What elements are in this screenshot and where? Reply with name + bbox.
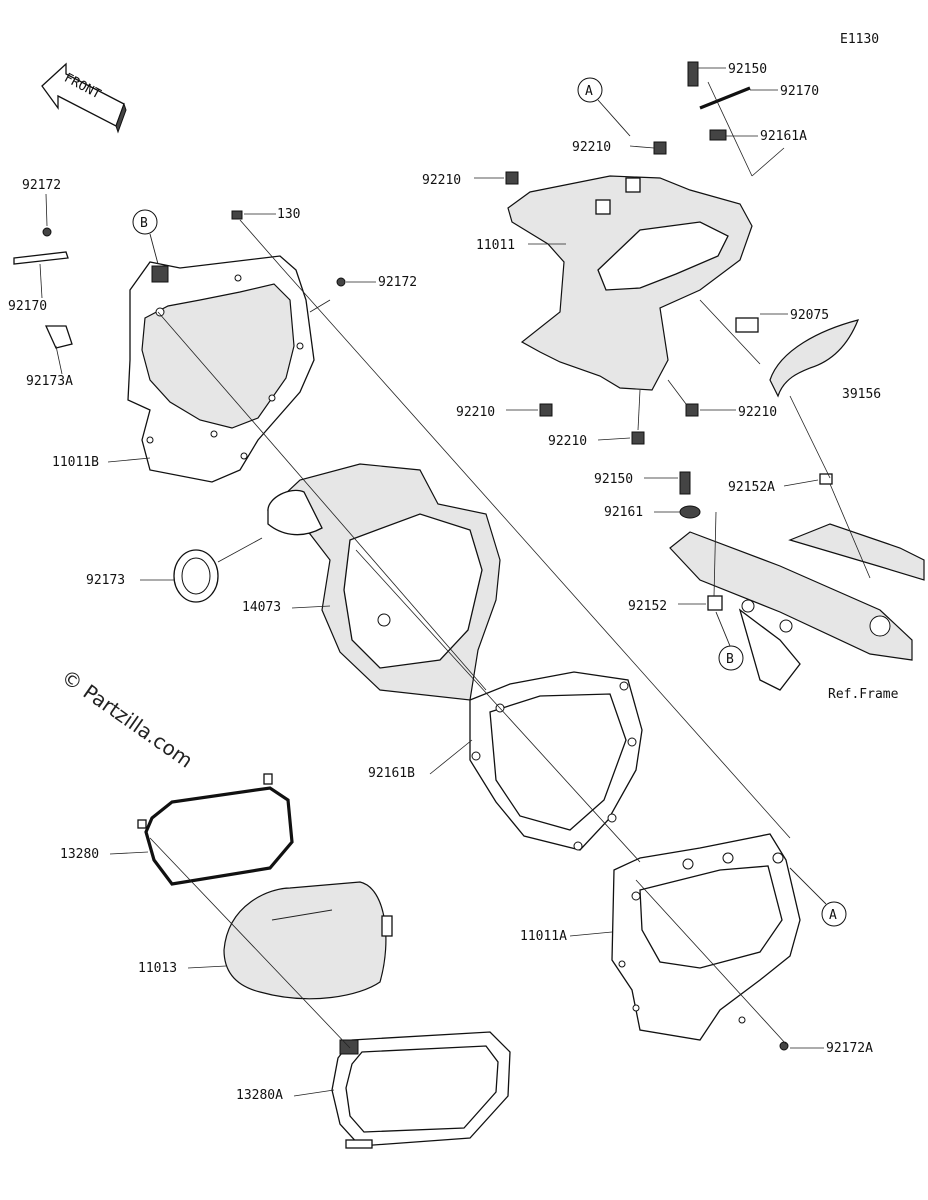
duct-14073 [266, 463, 501, 701]
svg-text:B: B [140, 216, 148, 231]
svg-text:A: A [585, 84, 593, 99]
grommet-92161 [679, 505, 701, 519]
label-13280a: 13280A [236, 1088, 283, 1103]
grommet-92161a [709, 129, 727, 141]
diagram-code: E1130 [840, 32, 879, 47]
label-92210-d: 92210 [548, 434, 587, 449]
label-11011b: 11011B [52, 455, 99, 470]
watermark: © Partzilla.com [57, 664, 197, 772]
nut-92210-e [685, 403, 699, 417]
nut-92210-c [539, 403, 553, 417]
label-92170-left: 92170 [8, 299, 47, 314]
label-92075: 92075 [790, 308, 829, 323]
seal-frame-13280 [137, 773, 294, 886]
callout-b-top: B [132, 209, 159, 265]
label-92172-mid: 92172 [378, 275, 417, 290]
label-92210-e: 92210 [738, 405, 777, 420]
label-11013: 11013 [138, 961, 177, 976]
bolt-92172-mid [336, 277, 346, 287]
label-92152: 92152 [628, 599, 667, 614]
bolt-92172-top [42, 227, 52, 237]
label-92173a: 92173A [26, 374, 73, 389]
nut-92210-b [505, 171, 519, 185]
bolt-92172a [779, 1041, 789, 1051]
label-92161a: 92161A [760, 129, 807, 144]
callout-a-top: A [577, 77, 631, 137]
strap-92170-right [699, 86, 751, 110]
callout-b-bottom: B [715, 611, 744, 671]
frame-ref-label: Ref.Frame [828, 687, 899, 702]
leader-lines [149, 81, 871, 1049]
label-13280: 13280 [60, 847, 99, 862]
label-92152a: 92152A [728, 480, 775, 495]
cover-39156 [769, 319, 860, 398]
label-92172-top: 92172 [22, 178, 61, 193]
seal-frame-13280a [331, 1031, 511, 1149]
label-92210-a: 92210 [572, 140, 611, 155]
clip-92173a [44, 325, 73, 349]
label-92170-right: 92170 [780, 84, 819, 99]
panel-11011a [611, 833, 801, 1041]
airbox-11011 [507, 175, 753, 391]
air-filter-11013 [223, 881, 393, 1000]
frame-section [669, 523, 925, 691]
label-92210-c: 92210 [456, 405, 495, 420]
bolt-92150-mid [679, 471, 691, 495]
front-arrow: FRONT [41, 62, 127, 134]
callout-a-bottom: A [789, 867, 847, 927]
label-92172a: 92172A [826, 1041, 873, 1056]
bolt-92150-top [687, 61, 699, 87]
strap-92170-left [13, 251, 69, 265]
collar-92152 [707, 595, 723, 611]
spacer-92075 [735, 317, 759, 333]
label-14073: 14073 [242, 600, 281, 615]
label-92150-top: 92150 [728, 62, 767, 77]
svg-text:A: A [829, 908, 837, 923]
label-11011: 11011 [476, 238, 515, 253]
part-labels: 92172 130 92172 92170 92173A 11011B 9217… [8, 62, 881, 1103]
nut-92210-d [631, 431, 645, 445]
gasket-92161b [469, 671, 643, 851]
clamp-92173 [173, 549, 219, 603]
label-92173: 92173 [86, 573, 125, 588]
collar-92152a [819, 473, 833, 485]
label-11011a: 11011A [520, 929, 567, 944]
label-92161: 92161 [604, 505, 643, 520]
svg-text:B: B [726, 652, 734, 667]
label-92210-b: 92210 [422, 173, 461, 188]
label-92150-mid: 92150 [594, 472, 633, 487]
nut-92210-a [653, 141, 667, 155]
label-39156: 39156 [842, 387, 881, 402]
bolt-130 [231, 210, 243, 220]
label-leaders [39, 67, 824, 1097]
label-92161b: 92161B [368, 766, 415, 781]
label-130: 130 [277, 207, 300, 222]
panel-11011b [127, 255, 315, 483]
